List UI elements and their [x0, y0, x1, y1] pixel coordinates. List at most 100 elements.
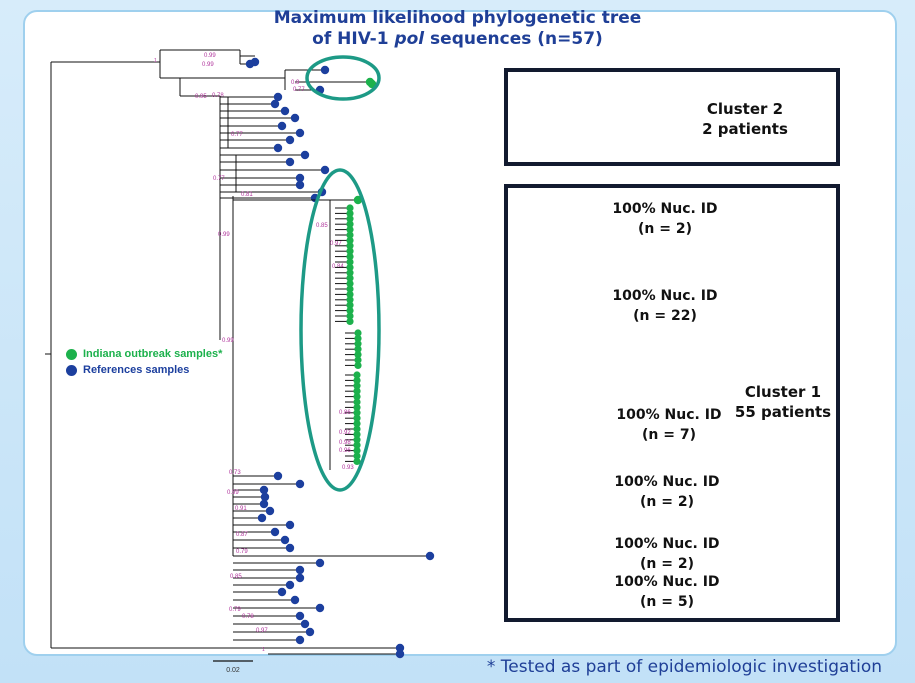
outbreak-tip: [354, 356, 362, 364]
outbreak-tip: [346, 204, 354, 212]
reference-tip: [277, 121, 287, 131]
cluster1-group-2: 100% Nuc. ID (n = 22): [600, 286, 730, 326]
outbreak-tip: [346, 301, 354, 309]
outbreak-dot-icon: [66, 348, 77, 360]
outbreak-tip: [346, 247, 354, 255]
support-value: 0.78: [242, 614, 254, 620]
reference-tip: [295, 573, 305, 583]
reference-tip: [295, 635, 305, 645]
reference-tip: [273, 92, 283, 102]
reference-tip: [257, 513, 267, 523]
reference-tip: [290, 595, 300, 605]
cluster2-highlight: [305, 55, 381, 101]
support-value: 0.99: [218, 232, 230, 238]
outbreak-tip: [354, 329, 362, 337]
reference-tip: [295, 173, 305, 183]
support-value: 0.85: [230, 574, 242, 580]
outbreak-tip: [354, 345, 362, 353]
support-value: 0.9: [291, 80, 300, 86]
support-value: 0.99: [222, 338, 234, 344]
outbreak-tip: [353, 382, 361, 390]
outbreak-tip: [353, 436, 361, 444]
reference-tip: [300, 619, 310, 629]
legend: Indiana outbreak samples* References sam…: [66, 346, 222, 378]
outbreak-tip: [346, 209, 354, 217]
group-id: 100% Nuc. ID: [616, 407, 722, 423]
support-value: 0.99: [202, 62, 214, 68]
reference-tip: [395, 649, 405, 659]
support-value: 1: [154, 58, 157, 64]
outbreak-tip: [346, 236, 354, 244]
reference-tip: [280, 535, 290, 545]
reference-tip: [320, 165, 330, 175]
title-line-1: Maximum likelihood phylogenetic tree: [273, 8, 642, 28]
outbreak-tip: [353, 452, 361, 460]
outbreak-tip: [353, 195, 363, 205]
reference-tip: [395, 643, 405, 653]
reference-tip: [425, 551, 435, 561]
reference-tip: [295, 180, 305, 190]
reference-tip: [290, 113, 300, 123]
support-value: 0.77: [293, 87, 305, 93]
outbreak-tip: [346, 226, 354, 234]
cluster2-title: Cluster 2: [706, 100, 784, 118]
outbreak-tip: [353, 425, 361, 433]
support-value: 1: [262, 647, 265, 653]
legend-reference-label: References samples: [83, 364, 190, 376]
legend-outbreak-label: Indiana outbreak samples*: [83, 348, 223, 360]
legend-reference: References samples: [66, 362, 222, 378]
outbreak-tip: [354, 361, 362, 369]
title-italic: pol: [394, 29, 425, 49]
support-value: 0.79: [236, 549, 248, 555]
reference-tip: [270, 527, 280, 537]
group-count: (n = 22): [633, 308, 697, 324]
reference-tip: [295, 565, 305, 575]
reference-tip: [300, 150, 310, 160]
reference-tip: [295, 479, 305, 489]
support-value: 0.92: [339, 430, 351, 436]
outbreak-tip: [353, 420, 361, 428]
support-value: 0.98: [339, 440, 351, 446]
reference-dot-icon: [66, 364, 77, 376]
cluster1-group-5: 100% Nuc. ID (n = 2): [602, 534, 732, 574]
cluster2-box: [504, 68, 840, 166]
outbreak-tip: [346, 317, 354, 325]
reference-tip: [273, 143, 283, 153]
reference-tip: [260, 492, 270, 502]
chart-title: Maximum likelihood phylogenetic tree of …: [0, 8, 915, 50]
cluster1-label: Cluster 1 55 patients: [728, 382, 838, 422]
outbreak-tip: [346, 296, 354, 304]
cluster1-group-1: 100% Nuc. ID (n = 2): [600, 199, 730, 239]
group-count: (n = 7): [642, 427, 696, 443]
group-id: 100% Nuc. ID: [612, 288, 718, 304]
reference-tip: [259, 485, 269, 495]
outbreak-tip: [354, 334, 362, 342]
support-value: 0.96: [339, 448, 351, 454]
outbreak-tip: [346, 290, 354, 298]
outbreak-tip: [346, 242, 354, 250]
reference-tip: [315, 558, 325, 568]
outbreak-tip: [354, 340, 362, 348]
reference-tip: [295, 611, 305, 621]
outbreak-tip: [346, 285, 354, 293]
outbreak-tip: [346, 312, 354, 320]
reference-tip: [280, 106, 290, 116]
outbreak-tip: [353, 403, 361, 411]
group-id: 100% Nuc. ID: [614, 536, 720, 552]
reference-tip: [245, 59, 255, 69]
support-value: 0.95: [195, 94, 207, 100]
cluster2-label: Cluster 2 2 patients: [690, 99, 800, 139]
reference-tip: [285, 580, 295, 590]
outbreak-tip: [346, 258, 354, 266]
reference-tip: [265, 506, 275, 516]
reference-tip: [273, 471, 283, 481]
reference-tip: [285, 135, 295, 145]
outbreak-tip: [353, 430, 361, 438]
outbreak-tip: [353, 447, 361, 455]
outbreak-tip: [346, 263, 354, 271]
outbreak-tip: [353, 398, 361, 406]
support-value: 0.97: [330, 241, 342, 247]
support-value: 0.99: [204, 53, 216, 59]
reference-tip: [285, 543, 295, 553]
support-value: 0.99: [227, 490, 239, 496]
